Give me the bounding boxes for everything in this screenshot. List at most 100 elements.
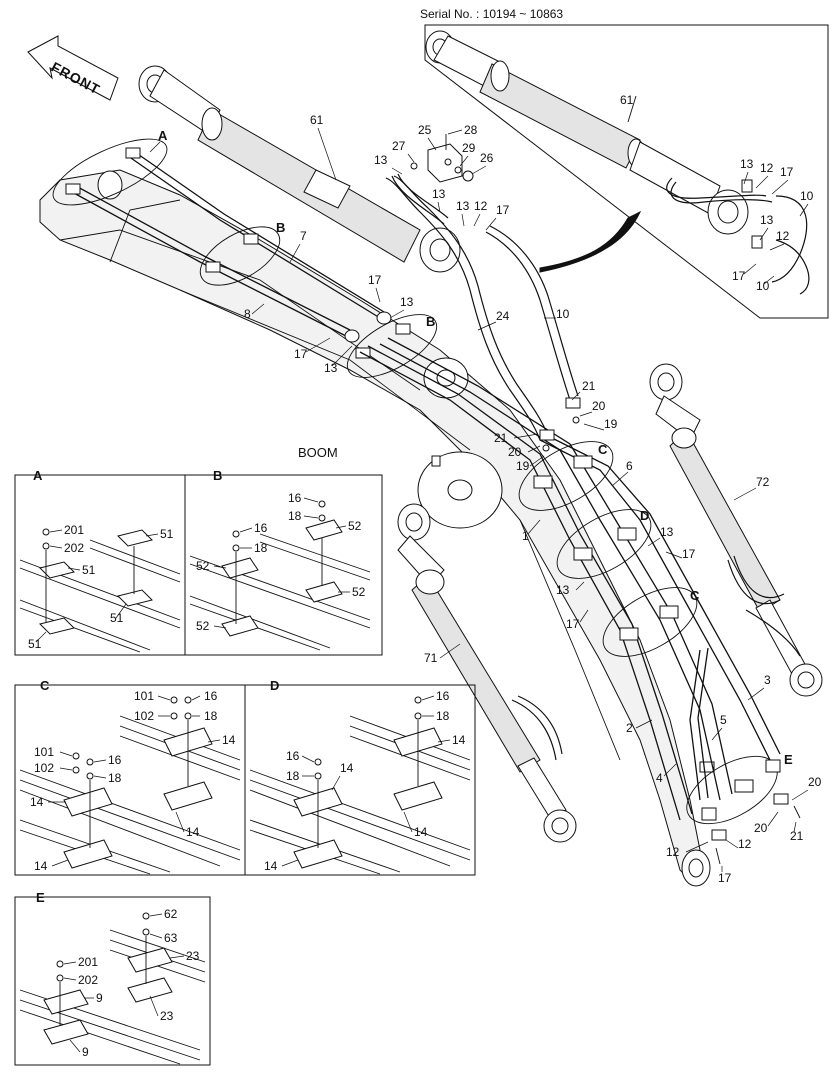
svg-text:16: 16 bbox=[436, 689, 450, 703]
hose-24 bbox=[385, 175, 549, 441]
detail-b: B 16 18 52 16 18 52 52 52 bbox=[184, 468, 383, 656]
svg-text:51: 51 bbox=[110, 611, 124, 625]
pipe-8 bbox=[71, 185, 360, 343]
detail-d: D 16 18 14 16 18 14 14 14 bbox=[244, 678, 476, 876]
svg-text:B: B bbox=[426, 314, 435, 329]
detail-b-title: B bbox=[213, 468, 222, 483]
svg-text:51: 51 bbox=[160, 527, 174, 541]
inset-frame bbox=[424, 24, 829, 319]
svg-text:17: 17 bbox=[682, 547, 696, 561]
svg-text:12: 12 bbox=[474, 199, 488, 213]
svg-text:16: 16 bbox=[254, 521, 268, 535]
svg-text:26: 26 bbox=[480, 151, 494, 165]
svg-text:101: 101 bbox=[134, 689, 154, 703]
svg-text:63: 63 bbox=[164, 931, 178, 945]
bucket-cylinder-71 bbox=[397, 503, 577, 843]
pipe-7 bbox=[127, 149, 392, 325]
detail-d-title: D bbox=[270, 678, 279, 693]
svg-text:23: 23 bbox=[160, 1009, 174, 1023]
svg-text:202: 202 bbox=[78, 973, 98, 987]
svg-text:17: 17 bbox=[368, 273, 382, 287]
svg-text:9: 9 bbox=[96, 991, 103, 1005]
svg-text:17: 17 bbox=[294, 347, 308, 361]
svg-text:61: 61 bbox=[620, 93, 634, 107]
svg-text:4: 4 bbox=[656, 771, 663, 785]
svg-text:9: 9 bbox=[82, 1045, 89, 1059]
svg-text:102: 102 bbox=[134, 709, 154, 723]
svg-text:51: 51 bbox=[28, 637, 42, 651]
svg-text:21: 21 bbox=[494, 431, 508, 445]
svg-text:18: 18 bbox=[108, 771, 122, 785]
svg-text:18: 18 bbox=[204, 709, 218, 723]
boom-label: BOOM bbox=[298, 445, 338, 460]
svg-text:B: B bbox=[276, 220, 285, 235]
svg-text:18: 18 bbox=[286, 769, 300, 783]
clamp-group-e bbox=[686, 755, 781, 825]
svg-text:13: 13 bbox=[374, 153, 388, 167]
svg-text:52: 52 bbox=[196, 619, 210, 633]
svg-text:8: 8 bbox=[244, 307, 251, 321]
boom-cylinder-61 bbox=[138, 65, 461, 273]
svg-text:E: E bbox=[784, 752, 793, 767]
svg-text:17: 17 bbox=[732, 269, 746, 283]
svg-text:13: 13 bbox=[740, 157, 754, 171]
svg-text:14: 14 bbox=[222, 733, 236, 747]
svg-text:202: 202 bbox=[64, 541, 84, 555]
detail-e-title: E bbox=[36, 890, 45, 905]
svg-text:A: A bbox=[158, 128, 168, 143]
svg-text:21: 21 bbox=[790, 829, 804, 843]
svg-text:13: 13 bbox=[456, 199, 470, 213]
svg-text:20: 20 bbox=[808, 775, 822, 789]
svg-text:10: 10 bbox=[800, 189, 814, 203]
svg-text:101: 101 bbox=[34, 745, 54, 759]
svg-text:17: 17 bbox=[566, 617, 580, 631]
hose-10 bbox=[485, 225, 579, 401]
svg-text:3: 3 bbox=[764, 673, 771, 687]
svg-text:102: 102 bbox=[34, 761, 54, 775]
svg-text:52: 52 bbox=[352, 585, 366, 599]
inset-cylinder bbox=[425, 30, 810, 295]
svg-text:5: 5 bbox=[720, 713, 727, 727]
clamp-group-d bbox=[556, 509, 652, 579]
svg-text:C: C bbox=[690, 588, 700, 603]
svg-text:17: 17 bbox=[718, 871, 732, 885]
detail-c-title: C bbox=[40, 678, 50, 693]
inset-pointer-arrow bbox=[539, 210, 642, 273]
svg-text:52: 52 bbox=[348, 519, 362, 533]
svg-text:16: 16 bbox=[286, 749, 300, 763]
front-arrow: FRONT bbox=[27, 35, 119, 101]
svg-text:51: 51 bbox=[82, 563, 96, 577]
svg-text:16: 16 bbox=[108, 753, 122, 767]
svg-text:6: 6 bbox=[626, 459, 633, 473]
serial-inset: Serial No. : 10194 ~ 10863 61 13 12 17 1… bbox=[420, 7, 829, 319]
svg-text:D: D bbox=[640, 508, 649, 523]
svg-text:14: 14 bbox=[414, 825, 428, 839]
arm-cylinder-72 bbox=[649, 363, 823, 697]
svg-text:18: 18 bbox=[288, 509, 302, 523]
svg-text:28: 28 bbox=[464, 123, 478, 137]
svg-text:14: 14 bbox=[186, 825, 200, 839]
svg-text:62: 62 bbox=[164, 907, 178, 921]
svg-text:7: 7 bbox=[300, 229, 307, 243]
detail-a: A 201 202 51 51 51 51 bbox=[14, 468, 186, 656]
svg-text:27: 27 bbox=[392, 139, 406, 153]
svg-text:18: 18 bbox=[254, 541, 268, 555]
svg-text:13: 13 bbox=[760, 213, 774, 227]
svg-text:1: 1 bbox=[522, 529, 529, 543]
clamp-group-a bbox=[52, 138, 168, 206]
detail-c: C 101 102 16 18 14 101 102 16 18 14 14 1… bbox=[14, 678, 246, 876]
svg-text:20: 20 bbox=[592, 399, 606, 413]
svg-text:13: 13 bbox=[556, 583, 570, 597]
svg-text:16: 16 bbox=[204, 689, 218, 703]
svg-text:19: 19 bbox=[516, 459, 530, 473]
svg-text:17: 17 bbox=[496, 203, 510, 217]
svg-text:10: 10 bbox=[556, 307, 570, 321]
svg-text:17: 17 bbox=[780, 165, 794, 179]
block-25 bbox=[410, 134, 474, 183]
svg-text:14: 14 bbox=[30, 795, 44, 809]
svg-text:72: 72 bbox=[756, 475, 770, 489]
svg-text:12: 12 bbox=[738, 837, 752, 851]
svg-text:12: 12 bbox=[666, 845, 680, 859]
svg-text:201: 201 bbox=[64, 523, 84, 537]
